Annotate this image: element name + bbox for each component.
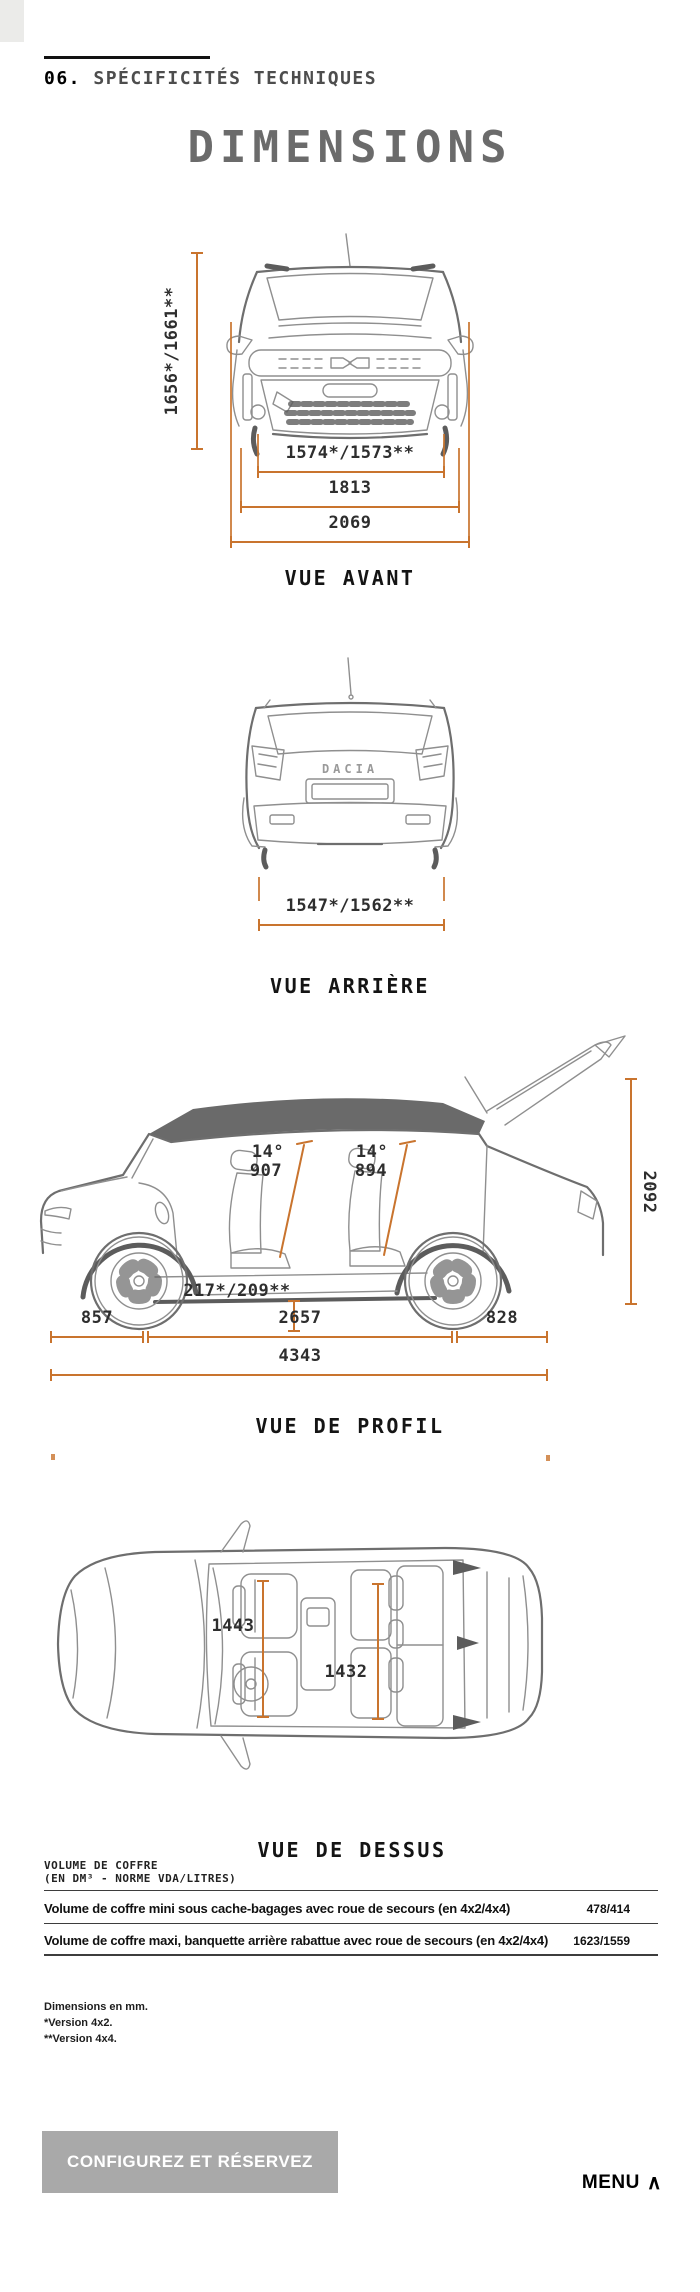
- top-front-width-dimline: [257, 1580, 269, 1718]
- boot-table-rule-mid: [44, 1923, 658, 1924]
- top-rear-width-dimline: [372, 1583, 384, 1720]
- menu-link[interactable]: MENU ∧: [582, 2172, 662, 2194]
- profile-rear-seat-height: 894: [354, 1161, 388, 1181]
- page-title: DIMENSIONS: [187, 122, 513, 173]
- footnote-version-4x2: *Version 4x2.: [44, 2017, 113, 2029]
- front-overallwidth-dimline: [230, 536, 470, 548]
- profile-wheelbase-dimline: [147, 1331, 453, 1343]
- front-guide-body-left: [240, 448, 242, 507]
- profile-front-overhang-label: 857: [80, 1308, 114, 1328]
- front-overallwidth-label: 2069: [328, 513, 372, 533]
- profile-rear-seat-angle: 14°: [355, 1142, 389, 1162]
- boot-table-title-line1: VOLUME DE COFFRE: [44, 1859, 158, 1872]
- front-bodywidth-label: 1813: [328, 478, 372, 498]
- front-view-drawing: [226, 233, 474, 457]
- front-guide-wheel-right: [443, 434, 445, 472]
- profile-front-seat-height: 907: [249, 1161, 283, 1181]
- menu-label: MENU: [581, 2172, 640, 2193]
- boot-table-row1-value: 478/414: [586, 1902, 630, 1916]
- top-rear-width-label: 1432: [324, 1662, 368, 1682]
- top-view-caption: VUE DE DESSUS: [257, 1838, 447, 1862]
- front-guide-mirror-left: [230, 322, 232, 542]
- rear-track-label: 1547*/1562**: [285, 896, 415, 916]
- rear-badge: DACIA: [322, 762, 378, 776]
- top-front-width-label: 1443: [211, 1616, 255, 1636]
- profile-view-caption: VUE DE PROFIL: [255, 1414, 445, 1438]
- boot-table-rule-top: [44, 1890, 658, 1891]
- front-track-label: 1574*/1573**: [285, 443, 415, 463]
- rear-view-drawing: DACIA: [241, 657, 459, 870]
- profile-length-label: 4343: [278, 1346, 322, 1366]
- section-title: SPÉCIFICITÉS TECHNIQUES: [93, 68, 378, 89]
- profile-length-dimline: [50, 1369, 548, 1381]
- profile-rear-overhang-dimline: [456, 1331, 548, 1343]
- front-height-dimline: [191, 252, 203, 450]
- boot-table-row1-label: Volume de coffre mini sous cache-bagages…: [44, 1901, 511, 1916]
- front-guide-mirror-right: [468, 322, 470, 542]
- profile-front-seat-angle: 14°: [251, 1142, 285, 1162]
- top-right-tick: [546, 1455, 550, 1461]
- boot-table-title-line2: (EN DM³ - NORME VDA/LITRES): [44, 1872, 237, 1885]
- profile-height-dimline: [625, 1078, 637, 1305]
- boot-table-row2-value: 1623/1559: [573, 1934, 630, 1948]
- footnote-version-4x4: **Version 4x4.: [44, 2033, 117, 2045]
- front-guide-body-right: [458, 448, 460, 507]
- menu-caret-icon: ∧: [646, 2172, 662, 2194]
- profile-height-label: 2092: [639, 1170, 659, 1214]
- profile-clearance-dimline: [288, 1300, 300, 1332]
- front-bodywidth-dimline: [240, 501, 460, 513]
- boot-table-row2-label: Volume de coffre maxi, banquette arrière…: [44, 1933, 549, 1948]
- profile-rear-overhang-label: 828: [485, 1308, 519, 1328]
- section-rule: [44, 56, 210, 59]
- rear-track-dimline: [258, 919, 445, 931]
- top-left-tick: [51, 1454, 55, 1460]
- rear-guide-wheel-right: [443, 877, 445, 901]
- front-view-caption: VUE AVANT: [284, 566, 416, 590]
- boot-table-rule-bottom: [44, 1954, 658, 1956]
- top-view-drawing: [56, 1520, 544, 1770]
- profile-clearance-label: 217*/209**: [183, 1281, 291, 1301]
- configure-reserve-button[interactable]: CONFIGUREZ ET RÉSERVEZ: [42, 2131, 338, 2193]
- page-corner-artifact: [0, 0, 24, 42]
- front-track-dimline: [257, 466, 445, 478]
- footnote-units: Dimensions en mm.: [44, 2001, 148, 2013]
- section-number: 06.: [44, 68, 82, 89]
- front-height-label: 1656*/1661**: [162, 286, 182, 416]
- profile-view-drawing: [39, 1035, 626, 1331]
- rear-guide-wheel-left: [258, 877, 260, 901]
- profile-wheelbase-label: 2657: [278, 1308, 322, 1328]
- profile-front-overhang-dimline: [50, 1331, 144, 1343]
- section-header: 06. SPÉCIFICITÉS TECHNIQUES: [44, 68, 377, 89]
- rear-view-caption: VUE ARRIÈRE: [270, 974, 430, 998]
- front-guide-wheel-left: [257, 434, 259, 472]
- configure-reserve-label: CONFIGUREZ ET RÉSERVEZ: [67, 2152, 313, 2171]
